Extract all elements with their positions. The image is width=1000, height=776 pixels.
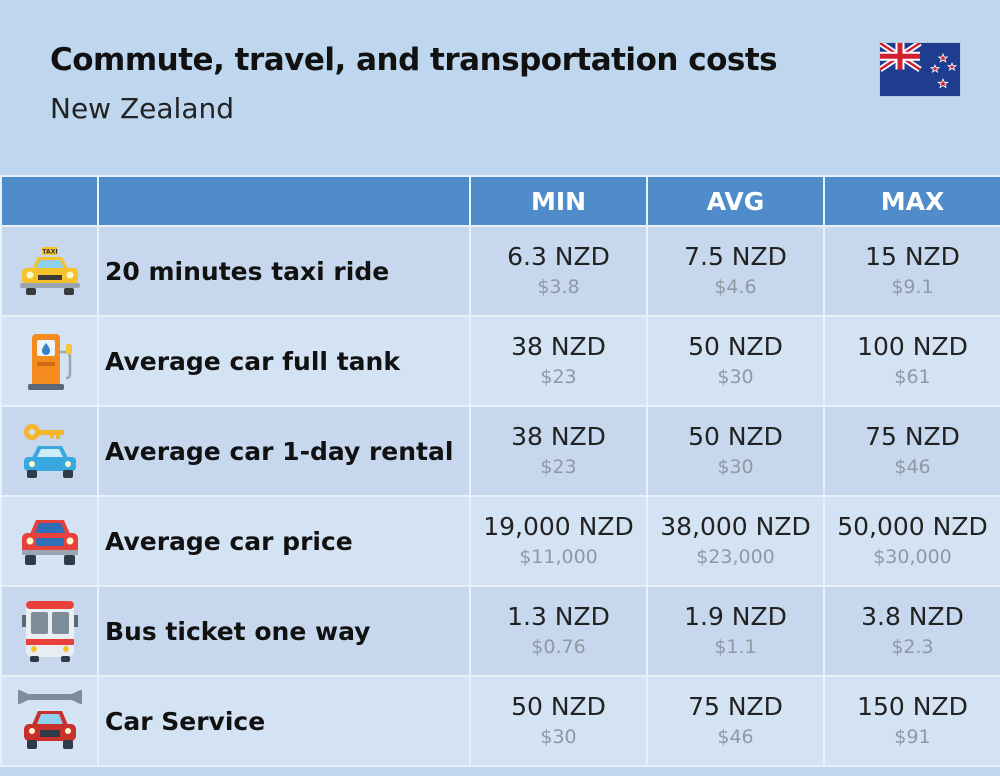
min-usd: $30 [540,726,577,748]
car-service-icon [17,690,82,749]
max-cell: 3.8 NZD $2.3 [823,585,1000,677]
min-usd: $11,000 [519,546,598,568]
page-title: Commute, travel, and transportation cost… [50,42,778,78]
fuel-pump-icon [27,334,72,390]
max-cell: 75 NZD $46 [823,405,1000,497]
row-label: Average car price [97,495,471,587]
avg-usd: $46 [717,726,754,748]
table-row: Car Service 50 NZD $30 75 NZD $46 150 NZD $… [0,675,1000,767]
table-row: Bus ticket one way 1.3 NZD $0.76 1.9 NZD $… [0,585,1000,677]
header-min: MIN [469,175,648,227]
min-usd: $23 [540,456,577,478]
avg-nzd: 75 NZD [688,692,783,721]
header-avg: AVG [646,175,825,227]
min-cell: 6.3 NZD $3.8 [469,225,648,317]
max-cell: 50,000 NZD $30,000 [823,495,1000,587]
min-cell: 50 NZD $30 [469,675,648,767]
table-row: TAXI 20 minutes taxi ride 6.3 NZD $3.8 7.… [0,225,1000,317]
header-label-cell [97,175,471,227]
avg-nzd: 7.5 NZD [684,242,787,271]
avg-usd: $1.1 [714,636,757,658]
header-row: MIN AVG MAX [0,175,1000,227]
row-label: Average car full tank [97,315,471,407]
row-label: Average car 1-day rental [97,405,471,497]
table-row: Average car full tank 38 NZD $23 50 NZD $3… [0,315,1000,407]
bus-icon [21,601,78,662]
avg-nzd: 50 NZD [688,422,783,451]
min-nzd: 38 NZD [511,422,606,451]
max-cell: 100 NZD $61 [823,315,1000,407]
cost-table: MIN AVG MAX TAXI 20 minutes tax [0,175,1000,767]
min-cell: 19,000 NZD $11,000 [469,495,648,587]
avg-usd: $4.6 [714,276,757,298]
avg-usd: $30 [717,456,754,478]
row-label: 20 minutes taxi ride [97,225,471,317]
min-usd: $3.8 [537,276,580,298]
avg-nzd: 50 NZD [688,332,783,361]
max-nzd: 100 NZD [857,332,968,361]
min-nzd: 50 NZD [511,692,606,721]
new-zealand-flag-icon [880,43,960,96]
avg-nzd: 38,000 NZD [660,512,811,541]
max-usd: $91 [894,726,931,748]
max-nzd: 50,000 NZD [837,512,988,541]
min-nzd: 19,000 NZD [483,512,634,541]
max-nzd: 15 NZD [865,242,960,271]
max-usd: $30,000 [873,546,952,568]
min-nzd: 6.3 NZD [507,242,610,271]
min-cell: 1.3 NZD $0.76 [469,585,648,677]
avg-cell: 75 NZD $46 [646,675,825,767]
max-usd: $9.1 [891,276,934,298]
min-cell: 38 NZD $23 [469,315,648,407]
max-usd: $2.3 [891,636,934,658]
min-nzd: 1.3 NZD [507,602,610,631]
min-usd: $0.76 [531,636,586,658]
max-nzd: 75 NZD [865,422,960,451]
max-cell: 150 NZD $91 [823,675,1000,767]
taxi-icon: TAXI [19,247,80,295]
max-usd: $46 [894,456,931,478]
max-nzd: 150 NZD [857,692,968,721]
max-cell: 15 NZD $9.1 [823,225,1000,317]
table-row: Average car 1-day rental 38 NZD $23 50 NZ… [0,405,1000,497]
header-icon-cell [0,175,99,227]
table-row: Average car price 19,000 NZD $11,000 38,0… [0,495,1000,587]
avg-nzd: 1.9 NZD [684,602,787,631]
min-usd: $23 [540,366,577,388]
car-icon [21,520,78,565]
avg-cell: 38,000 NZD $23,000 [646,495,825,587]
max-usd: $61 [894,366,931,388]
avg-cell: 50 NZD $30 [646,315,825,407]
min-cell: 38 NZD $23 [469,405,648,497]
row-label: Bus ticket one way [97,585,471,677]
avg-cell: 7.5 NZD $4.6 [646,225,825,317]
avg-cell: 1.9 NZD $1.1 [646,585,825,677]
avg-usd: $23,000 [696,546,775,568]
avg-usd: $30 [717,366,754,388]
svg-text:TAXI: TAXI [42,249,57,256]
avg-cell: 50 NZD $30 [646,405,825,497]
max-nzd: 3.8 NZD [861,602,964,631]
page-subtitle: New Zealand [50,92,234,125]
header-max: MAX [823,175,1000,227]
min-nzd: 38 NZD [511,332,606,361]
row-label: Car Service [97,675,471,767]
car-key-icon [23,424,76,478]
